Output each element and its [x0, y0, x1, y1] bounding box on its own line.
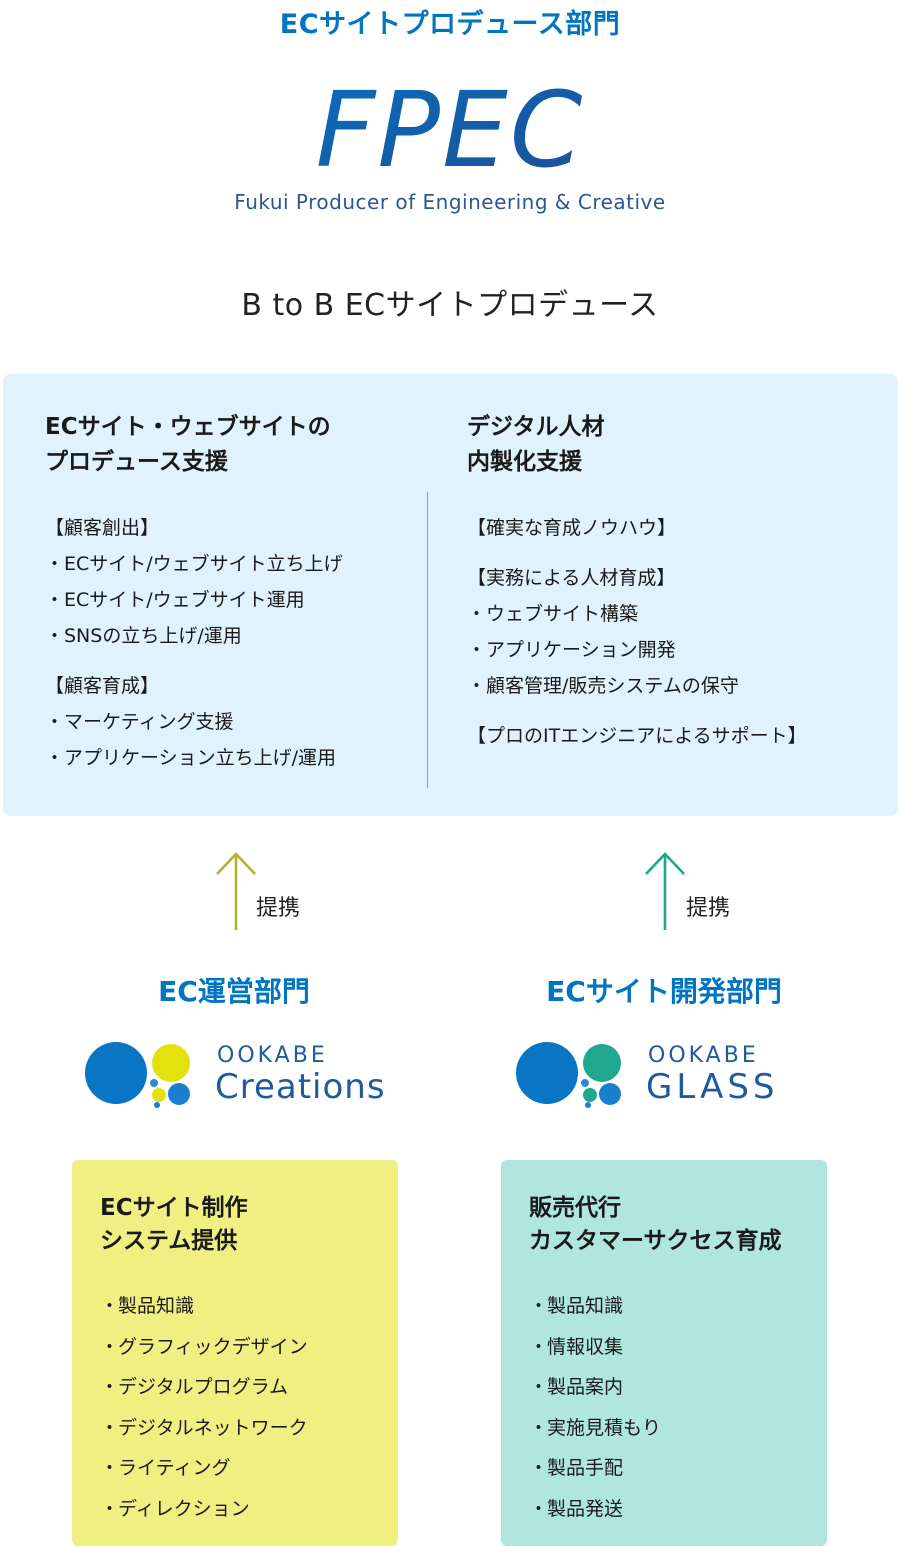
partnership-label-left: 提携: [256, 896, 301, 921]
list-item: ・製品知識: [529, 1295, 624, 1317]
list-item: ・製品手配: [529, 1457, 624, 1479]
list-item: ・製品案内: [529, 1376, 624, 1398]
logo-brand-name: Creations: [215, 1067, 386, 1107]
list-item: ・グラフィックデザイン: [100, 1335, 308, 1358]
ec-development-division-title: ECサイト開発部門: [546, 975, 782, 1008]
panel-right-column: デジタル人材 内製化支援 【確実な育成ノウハウ】 【実務による人材育成】 ・ウェ…: [467, 410, 867, 768]
list-item: ・顧客管理/販売システムの保守: [467, 675, 739, 697]
list-item: ・情報収集: [529, 1335, 624, 1358]
circles-icon: [516, 1042, 621, 1108]
panel-left-column: ECサイト・ウェブサイトの プロデュース支援 【顧客創出】 ・ECサイト/ウェブ…: [45, 410, 445, 790]
group-customer-creation: 【顧客創出】 ・ECサイト/ウェブサイト立ち上げ ・ECサイト/ウェブサイト運用…: [45, 510, 445, 654]
box-heading: ECサイト制作 システム提供: [100, 1195, 248, 1254]
list-item: ・ディレクション: [100, 1497, 250, 1520]
list-item: ・ECサイト/ウェブサイト立ち上げ: [45, 553, 343, 575]
ookabe-creations-logo: OOKABE Creations: [85, 1035, 395, 1115]
panel-divider: [427, 492, 428, 788]
list-item: ・SNSの立ち上げ/運用: [45, 625, 242, 647]
group-know-how: 【確実な育成ノウハウ】: [467, 510, 867, 546]
fpec-logo-text: FPEC: [316, 70, 585, 180]
circles-icon: [85, 1042, 190, 1108]
left-column-heading: ECサイト・ウェブサイトの プロデュース支援: [45, 414, 331, 475]
list-item: ・アプリケーション開発: [467, 639, 676, 661]
ookabe-glass-logo: OOKABE GLASS: [516, 1035, 826, 1115]
right-column-heading: デジタル人材 内製化支援: [467, 414, 605, 475]
ec-development-services-box: 販売代行 カスタマーサクセス育成 ・製品知識 ・情報収集 ・製品案内 ・実施見積…: [501, 1160, 827, 1546]
ec-operation-division-title: EC運営部門: [158, 975, 310, 1008]
arrow-up-icon: [216, 852, 256, 930]
list-item: ・実施見積もり: [529, 1416, 662, 1439]
group-title: 【確実な育成ノウハウ】: [467, 517, 677, 539]
support-panel: [3, 374, 898, 816]
list-item: ・ライティング: [100, 1457, 231, 1479]
box-heading: 販売代行 カスタマーサクセス育成: [529, 1195, 782, 1254]
logo-brand-name: GLASS: [646, 1067, 779, 1107]
list-item: ・アプリケーション立ち上げ/運用: [45, 747, 337, 769]
list-item: ・デジタルプログラム: [100, 1376, 289, 1398]
group-title: 【顧客創出】: [45, 517, 160, 539]
list-item: ・製品発送: [529, 1497, 624, 1520]
ec-operation-services-box: ECサイト制作 システム提供 ・製品知識 ・グラフィックデザイン ・デジタルプロ…: [72, 1160, 398, 1546]
group-pro-support: 【プロのITエンジニアによるサポート】: [467, 718, 867, 754]
group-title: 【顧客育成】: [45, 675, 160, 697]
logo-brand-small: OOKABE: [648, 1043, 759, 1068]
fpec-subtitle: Fukui Producer of Engineering & Creative: [234, 190, 666, 214]
group-practical-training: 【実務による人材育成】 ・ウェブサイト構築 ・アプリケーション開発 ・顧客管理/…: [467, 560, 867, 704]
logo-brand-small: OOKABE: [217, 1043, 328, 1068]
partnership-label-right: 提携: [686, 896, 731, 921]
group-customer-growth: 【顧客育成】 ・マーケティング支援 ・アプリケーション立ち上げ/運用: [45, 668, 445, 776]
list-item: ・ECサイト/ウェブサイト運用: [45, 589, 305, 611]
list-item: ・デジタルネットワーク: [100, 1416, 308, 1439]
tagline: B to B ECサイトプロデュース: [241, 288, 659, 323]
fpec-logo: FPEC: [316, 70, 585, 180]
arrow-up-icon: [645, 852, 685, 930]
group-title: 【実務による人材育成】: [467, 567, 676, 589]
list-item: ・マーケティング支援: [45, 711, 234, 733]
group-title: 【プロのITエンジニアによるサポート】: [467, 725, 807, 747]
list-item: ・ウェブサイト構築: [467, 603, 639, 625]
department-title: ECサイトプロデュース部門: [279, 9, 621, 40]
list-item: ・製品知識: [100, 1295, 195, 1317]
